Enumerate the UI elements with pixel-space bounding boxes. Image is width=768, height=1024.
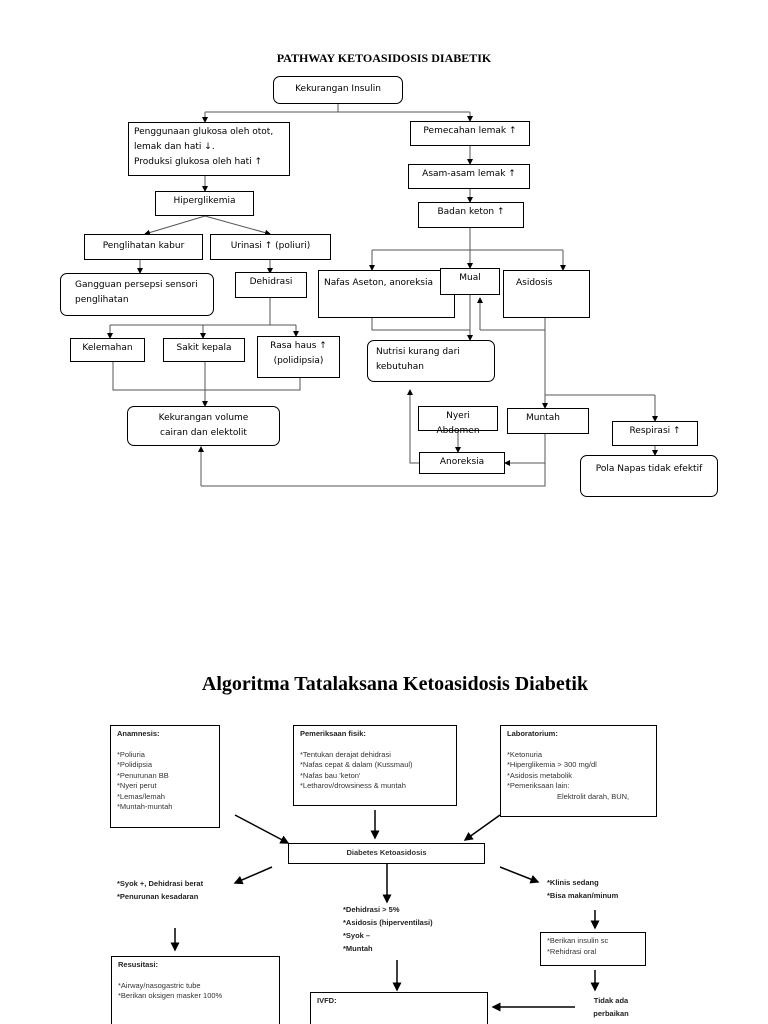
box-pola-napas: Pola Napas tidak efektif [580,455,718,497]
box-pemecahan-lemak: Pemecahan lemak ↑ [410,121,530,146]
text-tidak-ada-perbaikan: Tidak ada perbaikan [581,994,641,1020]
text-line: *Klinis sedang [547,878,599,887]
box-sakit-kepala: Sakit kepala [163,338,245,362]
list-item: *Asidosis metabolik [507,770,573,780]
list-item: *Poliuria [117,749,145,759]
box-nyeri-abdomen: Nyeri Abdomen [418,406,498,436]
box-anoreksia: Anoreksia [419,452,505,474]
box-asam-lemak: Asam-asam lemak ↑ [408,164,530,189]
box-anamnesis: Anamnesis: *Poliuria*Polidipsia*Penuruna… [110,725,220,828]
text-line: perbaikan [593,1009,629,1018]
list-item: *Muntah-muntah [117,802,173,811]
box-nutrisi-kurang: Nutrisi kurang dari kebutuhan [367,340,495,382]
box-heading: Anamnesis: [117,729,160,738]
list-item: *Penurunan BB [117,770,169,780]
list-item: *Tentukan derajat dehidrasi [300,749,391,759]
list-item: *Nyeri perut [117,781,157,790]
box-nafas-aseton: Nafas Aseton, anoreksia [318,270,455,318]
list-item: *Lemas/lemah [117,791,165,801]
algoritma-title: Algoritma Tatalaksana Ketoasidosis Diabe… [201,673,589,695]
text-line: *Asidosis (hiperventilasi) [343,918,433,927]
list-item: *Rehidrasi oral [547,946,597,956]
list-item: *Letharov/drowsiness & muntah [300,781,406,790]
list-item: Elektrolit darah, BUN, [557,791,630,801]
list-item: *Nafas bau 'keton' [300,770,361,780]
box-urinasi: Urinasi ↑ (poliuri) [210,234,331,260]
text-line: Tidak ada [593,996,629,1005]
box-laboratorium: Laboratorium: *Ketonuria*Hiperglikemia >… [500,725,657,817]
list-item: *Pemeriksaan lain: [507,781,570,790]
box-rasa-haus: Rasa haus ↑ (polidipsia) [257,336,340,378]
box-heading: Laboratorium: [507,729,558,738]
box-kelemahan: Kelemahan [70,338,145,362]
text-klinis-sedang: *Klinis sedang *Bisa makan/minum [547,876,618,902]
list-item: *Ketonuria [507,749,543,759]
box-penggunaan-glukosa: Penggunaan glukosa oleh otot, lemak dan h… [128,122,290,176]
text-line: *Bisa makan/minum [547,891,619,900]
text-syok-positif: *Syok +, Dehidrasi berat *Penurunan kesad… [117,877,203,903]
box-penglihatan-kabur: Penglihatan kabur [84,234,203,260]
text-line: lemak dan hati ↓. [134,142,215,152]
list-item: *Berikan oksigen masker 100% [118,991,223,1000]
text-line: *Penurunan kesadaran [117,892,199,901]
box-gangguan-persepsi: Gangguan persepsi sensori penglihatan [60,273,214,316]
pathway-title: PATHWAY KETOASIDOSIS DIABETIK [276,51,492,65]
box-hiperglikemia: Hiperglikemia [155,191,254,216]
text-line: Rasa haus ↑ [270,341,327,351]
list-item: *Nafas cepat & dalam (Kussmaul) [300,760,413,769]
box-kekurangan-insulin: Kekurangan Insulin [273,76,403,104]
list-item: *Polidipsia [117,760,153,769]
text-line: *Muntah [343,944,373,953]
list-item: *Airway/nasogastric tube [118,980,201,990]
text-line: (polidipsia) [273,356,324,366]
box-diabetes-ketoasidosis: Diabetes Ketoasidosis [288,843,485,864]
box-kekurangan-volume: Kekurangan volume cairan dan elektolit [127,406,280,446]
box-heading: Pemeriksaan fisik: [300,729,366,738]
list-item: *Hiperglikemia > 300 mg/dl [507,760,597,769]
box-heading: IVFD: [317,996,337,1005]
box-respirasi: Respirasi ↑ [612,421,698,446]
box-heading: Resusitasi: [118,960,159,969]
box-asidosis: Asidosis [503,270,590,318]
text-line: *Dehidrasi > 5% [343,905,400,914]
box-berikan-insulin: *Berikan insulin sc*Rehidrasi oral [540,932,646,966]
box-badan-keton: Badan keton ↑ [418,202,524,228]
box-muntah: Muntah [507,408,589,434]
text-dehidrasi-sedang: *Dehidrasi > 5% *Asidosis (hiperventilasi… [343,903,433,955]
text-line: *Syok +, Dehidrasi berat [117,879,204,888]
box-ivfd: IVFD: [310,992,488,1024]
box-pemeriksaan-fisik: Pemeriksaan fisik: *Tentukan derajat deh… [293,725,457,806]
list-item: *Berikan insulin sc [547,936,609,945]
text-line: *Syok – [343,931,371,940]
box-mual: Mual [440,268,500,295]
text-line: Produksi glukosa oleh hati ↑ [134,157,263,167]
box-resusitasi: Resusitasi: *Airway/nasogastric tube*Ber… [111,956,280,1024]
box-dehidrasi: Dehidrasi [235,272,307,298]
text-line: Penggunaan glukosa oleh otot, [134,127,274,137]
